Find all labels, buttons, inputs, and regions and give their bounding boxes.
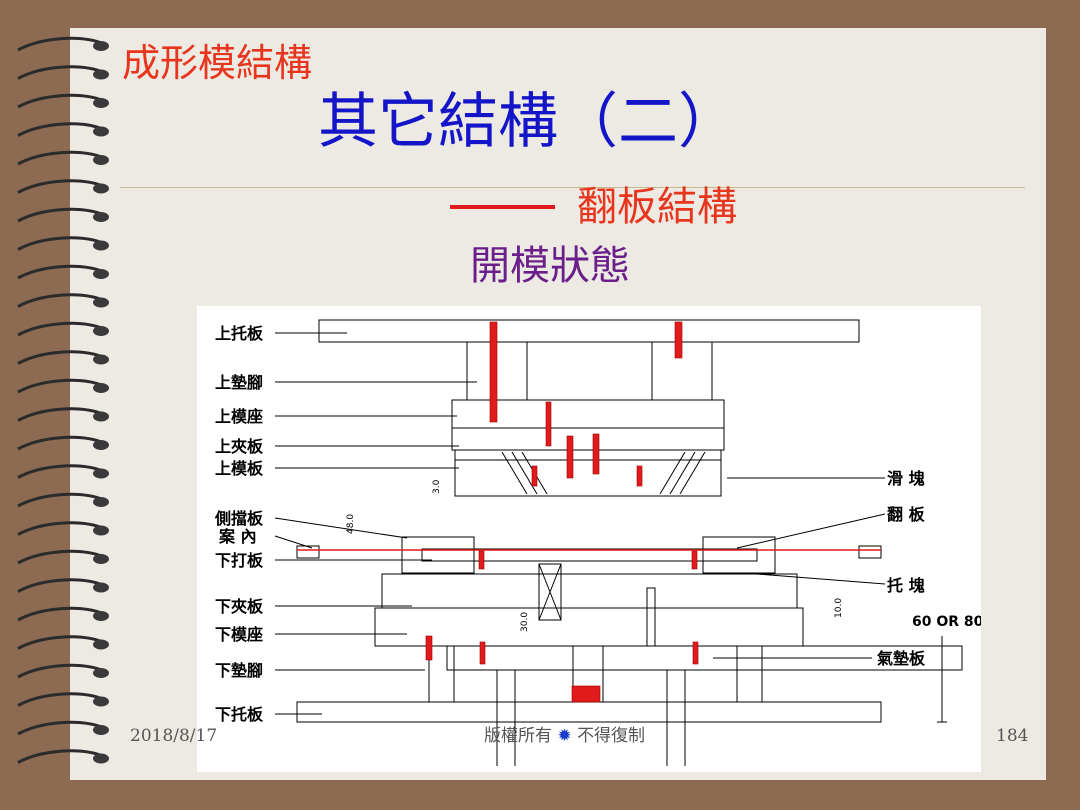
notebook-rings — [17, 36, 109, 764]
label-top-clamp-plate: 上托板 — [215, 324, 264, 343]
ring-wire — [17, 663, 105, 679]
label-upper-spacer: 上墊腳 — [215, 373, 263, 392]
ring-wire — [17, 549, 105, 565]
ring-wire — [17, 606, 105, 622]
label-slider: 滑 塊 — [887, 469, 925, 488]
ring-hole — [93, 554, 109, 564]
ring-hole — [93, 440, 109, 450]
copyright-right: 不得復制 — [577, 726, 646, 746]
ring-wire — [17, 207, 105, 223]
ring-hole — [93, 183, 109, 194]
label-upper-clamp: 上夾板 — [215, 437, 264, 456]
label-lower-clamp: 下夾板 — [215, 597, 264, 616]
ring-wire — [17, 635, 105, 650]
ring-hole — [93, 155, 109, 165]
label-side-stop-plate: 側擋板 — [214, 509, 264, 528]
ring-wire — [17, 293, 105, 308]
ring-wire — [17, 492, 105, 508]
slide-title: 其它結構（二） — [318, 87, 738, 157]
ring-wire — [17, 122, 105, 137]
mold-drawing: 上托板 上墊腳 上模座 上夾板 上模板 側擋板 案 內 下打板 下夾板 下模座 … — [214, 319, 984, 766]
ring-hole — [93, 639, 109, 650]
ring-hole — [93, 126, 109, 137]
ring-wire — [17, 36, 105, 52]
ring-hole — [93, 240, 109, 251]
ring-wire — [17, 407, 105, 422]
ring-hole — [93, 326, 109, 336]
ring-wire — [17, 578, 105, 593]
ring-wire — [17, 521, 105, 536]
title-rule — [120, 187, 1025, 188]
label-lower-stripper: 下打板 — [215, 551, 264, 570]
label-bottom-clamp-plate: 下托板 — [215, 705, 264, 724]
ring-wire — [17, 464, 105, 479]
ring-wire — [17, 720, 105, 736]
ring-wire — [17, 749, 105, 764]
section-title: 成形模結構 — [122, 41, 313, 85]
label-cushion-plate: 氣墊板 — [877, 649, 926, 668]
dim-center: 30.0 — [520, 612, 530, 632]
ring-hole — [93, 212, 109, 222]
mold-diagram: 上托板 上墊腳 上模座 上夾板 上模板 側擋板 案 內 下打板 下夾板 下模座 … — [197, 306, 984, 772]
dim-upper: 3.0 — [432, 479, 442, 494]
label-flip-plate: 翻 板 — [887, 505, 926, 524]
state-label: 開模狀態 — [470, 243, 630, 289]
ring-hole — [93, 383, 109, 393]
ring-wire — [17, 350, 105, 365]
ring-hole — [93, 354, 109, 365]
ring-hole — [93, 411, 109, 422]
dim-side: 48.0 — [346, 514, 356, 534]
ring-hole — [93, 269, 109, 279]
ring-hole — [93, 582, 109, 593]
ring-wire — [17, 378, 105, 394]
ring-hole — [93, 468, 109, 479]
ring-hole — [93, 668, 109, 678]
ring-wire — [17, 150, 105, 166]
ring-wire — [17, 93, 105, 109]
ring-wire — [17, 264, 105, 280]
sun-icon: ✹ — [557, 726, 572, 746]
ring-wire — [17, 65, 105, 80]
ring-hole — [93, 725, 109, 735]
copyright-left: 版權所有 — [484, 726, 552, 746]
label-upper-die-plate: 上模板 — [215, 459, 264, 478]
ring-hole — [93, 98, 109, 108]
footer-copyright: 版權所有 ✹ 不得復制 — [484, 728, 645, 745]
label-support-block: 托 塊 — [887, 576, 925, 595]
label-guide: 案 內 — [218, 527, 257, 546]
ring-hole — [93, 497, 109, 507]
ring-hole — [93, 696, 109, 707]
ring-hole — [93, 41, 109, 51]
label-size-option: 60 OR 80 — [912, 614, 981, 630]
ring-hole — [93, 69, 109, 80]
ring-wire — [17, 236, 105, 251]
ring-wire — [17, 179, 105, 194]
dim-right: 10.0 — [834, 598, 844, 618]
ring-wire — [17, 435, 105, 451]
label-lower-spacer: 下墊腳 — [215, 661, 263, 680]
label-lower-die-set: 下模座 — [215, 625, 263, 644]
footer-date: 2018/8/17 — [130, 726, 218, 746]
ring-hole — [93, 611, 109, 621]
ring-wire — [17, 321, 105, 337]
ring-hole — [93, 525, 109, 536]
slide-subtitle: 翻板結構 — [577, 184, 737, 230]
ring-wire — [17, 692, 105, 707]
label-upper-die-set: 上模座 — [215, 407, 263, 426]
subtitle-dash — [450, 205, 555, 209]
ring-hole — [93, 297, 109, 308]
footer-page-number: 184 — [996, 726, 1029, 746]
ring-hole — [93, 753, 109, 764]
